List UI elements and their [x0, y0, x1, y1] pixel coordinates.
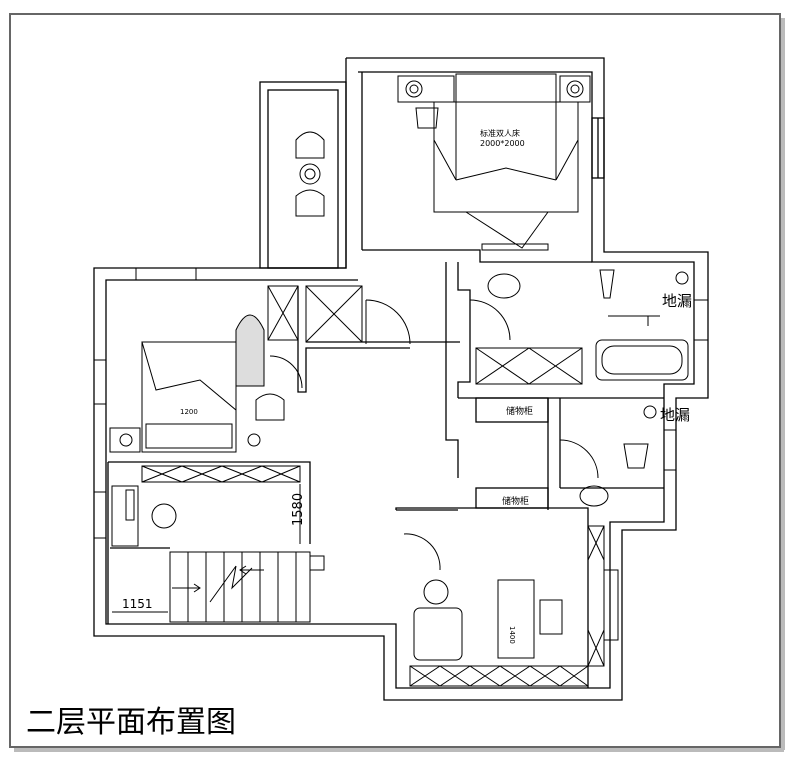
- second-bedroom-door: [269, 355, 303, 389]
- floor-drain-label-1: 地漏: [662, 292, 692, 310]
- second-chair: [255, 393, 285, 421]
- wardrobe-1-label: 储物柜: [506, 405, 533, 417]
- desk-length-label: 1400: [508, 626, 516, 644]
- bathroom-1: [469, 269, 709, 385]
- corridor-east-wall: [445, 262, 459, 478]
- plan-title: 二层平面布置图: [26, 705, 236, 740]
- study-chair: [151, 503, 177, 529]
- drain-symbol-2: [643, 405, 657, 419]
- office-desk: [497, 579, 535, 659]
- room-labels: 标准双人床 2000*2000 储物柜 储物柜 1200 1400: [180, 128, 533, 644]
- bath1-window: [693, 299, 709, 341]
- second-bedroom-window: [93, 359, 107, 405]
- closet-door-swing: [365, 299, 411, 345]
- second-bedroom: [93, 267, 303, 453]
- balcony-furniture: [295, 131, 325, 217]
- master-chair: [415, 107, 439, 129]
- bed-main-size-label: 2000*2000: [480, 139, 525, 148]
- office-cabinet: [409, 665, 589, 687]
- storage-boxes: [267, 285, 411, 345]
- bath-west-wall: [457, 262, 471, 398]
- dimension-1580: 1580: [291, 493, 306, 526]
- second-bedroom-window-top: [135, 267, 197, 281]
- office-window: [603, 569, 619, 641]
- bathroom-2: [559, 405, 677, 507]
- study-north-wall: [108, 461, 311, 544]
- exterior-wall-inner: [105, 71, 695, 689]
- bed-second-size-label: 1200: [180, 408, 198, 416]
- master-bedroom: [397, 73, 591, 251]
- bathtub: [595, 339, 689, 381]
- bed-main-label: 标准双人床: [480, 128, 520, 138]
- walls: [93, 57, 709, 701]
- balcony-chair-2: [295, 189, 325, 217]
- office-door-swing: [403, 533, 441, 571]
- office-room: [403, 525, 619, 687]
- floor-drain-label-2: 地漏: [660, 406, 690, 424]
- toilet-2: [623, 443, 649, 469]
- master-bedroom-south-wall: [362, 249, 592, 263]
- lamp-right: [247, 433, 261, 447]
- study-desk: [111, 485, 139, 547]
- drain-symbol-1: [675, 271, 689, 285]
- balcony-chair-1: [295, 131, 325, 159]
- bath2-window: [663, 429, 677, 471]
- wardrobe-2-label: 储物柜: [502, 495, 529, 507]
- decor-panel: [235, 314, 265, 387]
- office-chair: [539, 599, 563, 635]
- office-round-table: [423, 579, 449, 605]
- bath2-door-swing: [559, 439, 599, 479]
- balcony-table: [299, 163, 321, 185]
- study-window: [93, 491, 107, 539]
- washbasin-2: [579, 485, 609, 507]
- bath1-door-swing: [469, 299, 511, 341]
- study-and-stairs: [93, 465, 325, 623]
- toilet: [599, 269, 615, 299]
- tv-sight-lines: [465, 211, 549, 249]
- staircase: [169, 551, 311, 623]
- master-bed: [433, 101, 579, 213]
- lamp-left: [119, 433, 133, 447]
- stair-break-line: [209, 565, 253, 603]
- office-armchair: [413, 607, 463, 661]
- bed-pillows: [145, 423, 233, 449]
- dimension-1151: 1151: [122, 597, 153, 611]
- nightstand-left: [397, 75, 455, 103]
- balcony-inner: [267, 89, 339, 269]
- second-bedroom-east-wall: [297, 286, 410, 393]
- bathtub-inner: [601, 345, 683, 375]
- tv-cabinet: [481, 243, 549, 251]
- bed-cover: [455, 167, 557, 181]
- nightstand-right: [559, 75, 591, 103]
- washbasin: [487, 273, 521, 299]
